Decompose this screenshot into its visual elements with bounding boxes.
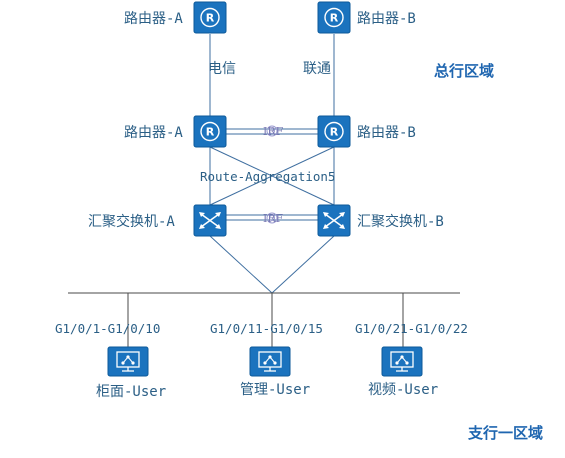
svg-text:R: R (206, 126, 215, 139)
core-router-a[interactable]: R (193, 115, 227, 148)
irf-routers-label: IRF (263, 125, 284, 138)
isp-router-b[interactable]: R (317, 1, 351, 34)
agg-switch-b[interactable] (317, 204, 351, 237)
agg-switch-a[interactable] (193, 204, 227, 237)
agg-switch-b-label: 汇聚交换机-B (357, 213, 444, 230)
router-icon: R (200, 121, 220, 142)
user-terminal-icon (390, 351, 414, 372)
link-router-b-switch-a (209, 146, 335, 206)
user-terminal-counter[interactable] (107, 346, 149, 377)
router-icon: R (324, 7, 344, 28)
region-hq-label: 总行区域 (434, 62, 494, 80)
link-unicom-label: 联通 (303, 61, 331, 77)
core-router-b[interactable]: R (317, 115, 351, 148)
port-range-video: G1/0/21-G1/0/22 (355, 321, 468, 336)
router-icon: R (200, 7, 220, 28)
router-icon: R (324, 121, 344, 142)
route-aggregation-label: Route-Aggregation5 (200, 169, 335, 184)
switch-icon (323, 212, 345, 229)
isp-router-a[interactable]: R (193, 1, 227, 34)
isp-router-a-label: 路由器-A (124, 11, 183, 27)
switch-icon (199, 212, 221, 229)
user-terminal-mgmt[interactable] (249, 346, 291, 377)
core-router-a-label: 路由器-A (124, 125, 183, 141)
svg-text:R: R (330, 12, 339, 25)
user-terminal-video[interactable] (381, 346, 423, 377)
isp-router-b-label: 路由器-B (357, 11, 416, 27)
link-switch-b-bus (271, 235, 335, 294)
irf-marker-icon (266, 125, 278, 224)
agg-switch-a-label: 汇聚交换机-A (88, 213, 175, 230)
link-telecom-label: 电信 (208, 61, 236, 77)
user-counter-label: 柜面-User (96, 384, 166, 400)
svg-text:R: R (330, 126, 339, 139)
core-router-b-label: 路由器-B (357, 125, 416, 141)
access-bus (68, 292, 460, 348)
region-branch-label: 支行一区域 (467, 424, 543, 442)
port-range-counter: G1/0/1-G1/0/10 (55, 321, 160, 336)
link-switch-a-bus (209, 235, 273, 294)
port-range-mgmt: G1/0/11-G1/0/15 (210, 321, 323, 336)
svg-text:R: R (206, 12, 215, 25)
user-terminal-icon (258, 351, 282, 372)
irf-switches-label: IRF (263, 212, 284, 225)
user-terminal-icon (116, 351, 140, 372)
connection-lines (209, 34, 335, 294)
user-video-label: 视频-User (368, 382, 438, 398)
user-mgmt-label: 管理-User (240, 382, 310, 398)
